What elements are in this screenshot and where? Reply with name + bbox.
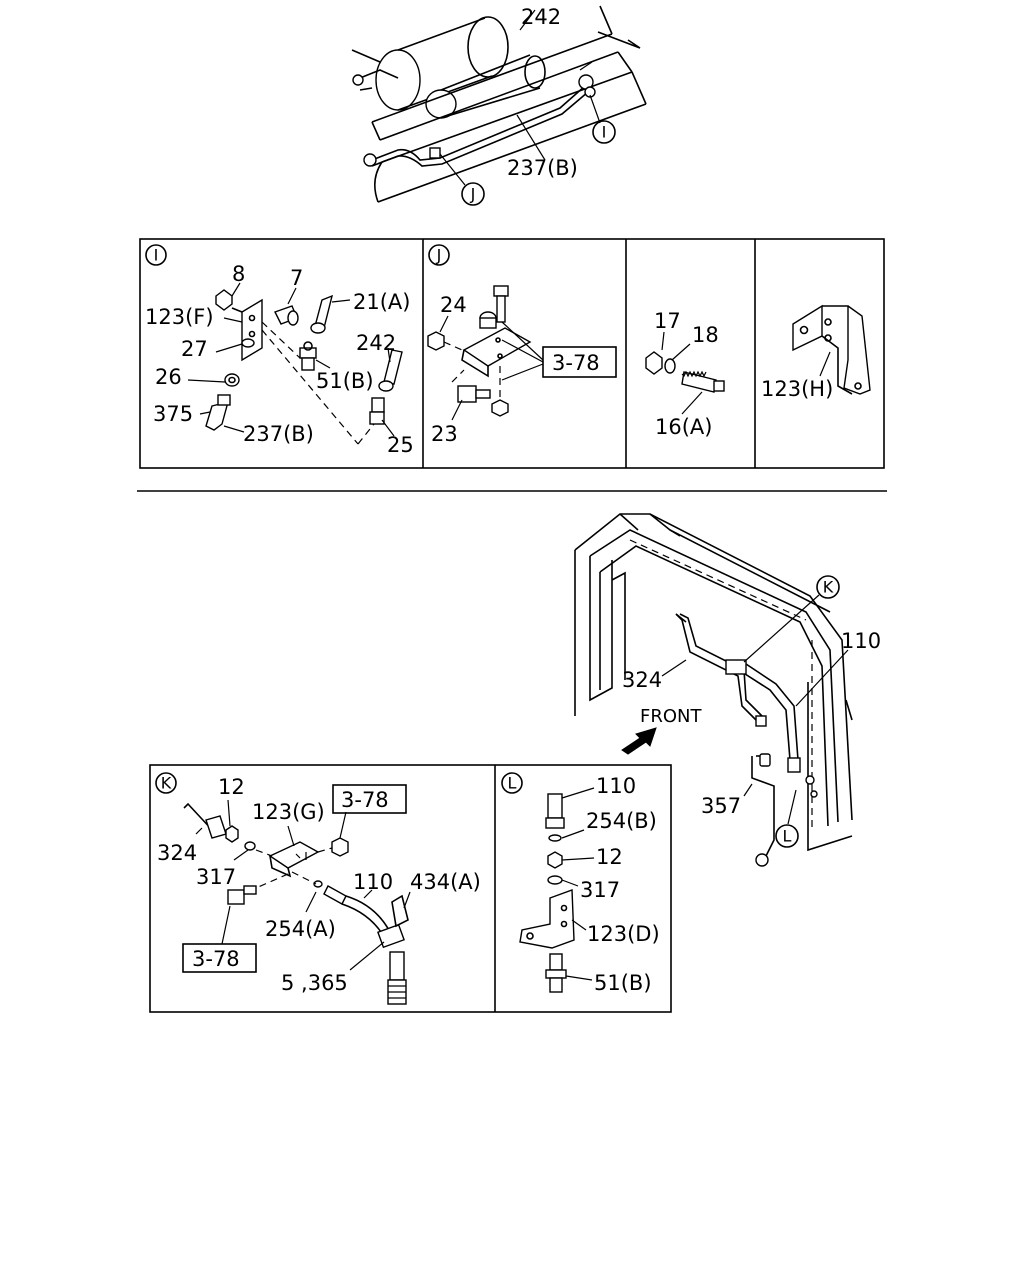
j-label-23: 23: [431, 422, 458, 446]
l-label-317: 317: [580, 878, 620, 902]
j-ref-box: [542, 346, 617, 378]
callout-j: J: [470, 185, 476, 204]
j-label-24: 24: [440, 293, 467, 317]
i-label-51b: 51(B): [316, 369, 374, 393]
j-label-3-78: 3-78: [552, 351, 600, 375]
detail-stud: 17 18 16(A): [645, 309, 725, 439]
k-ref-box-top: [332, 784, 407, 814]
detail-j: J 24 3-78 23: [427, 244, 617, 446]
m-label-front: FRONT: [640, 706, 702, 727]
h-label-123h: 123(H): [761, 377, 833, 401]
k-label-434a: 434(A): [410, 870, 481, 894]
main-frame-view: K 110 324 FRONT 357 L: [574, 513, 881, 867]
m-label-324: 324: [622, 668, 662, 692]
detail-panel-frame: [139, 238, 885, 469]
detail-l-head: L: [508, 774, 517, 793]
label-237b: 237(B): [507, 156, 578, 180]
k-label-5-365: 5 ,365: [281, 971, 348, 995]
i-label-26: 26: [155, 365, 182, 389]
i-label-7: 7: [290, 266, 303, 290]
l-label-254b: 254(B): [586, 809, 657, 833]
i-label-25: 25: [387, 433, 414, 457]
callout-i: I: [602, 123, 607, 142]
l-label-51b: 51(B): [594, 971, 652, 995]
l-label-12: 12: [596, 845, 623, 869]
detail-l: L 110 254(B) 12 317 123(D) 51(B): [501, 772, 660, 995]
i-label-375: 375: [153, 402, 193, 426]
k-label-123g: 123(G): [252, 800, 325, 824]
detail-i-head: I: [154, 246, 159, 265]
detail-k: K: [155, 772, 481, 1005]
k-label-324: 324: [157, 841, 197, 865]
l-label-123d: 123(D): [587, 922, 660, 946]
n-label-17: 17: [654, 309, 681, 333]
front-arrow-icon: [621, 727, 657, 755]
k-label-254a: 254(A): [265, 917, 336, 941]
i-label-242: 242: [356, 331, 396, 355]
k-label-317: 317: [196, 865, 236, 889]
k-label-110: 110: [353, 870, 393, 894]
i-label-8: 8: [232, 262, 245, 286]
n-label-16a: 16(A): [655, 415, 712, 439]
m-label-357: 357: [701, 794, 741, 818]
k-ref-box-bottom: [182, 943, 257, 973]
n-label-18: 18: [692, 323, 719, 347]
m-label-110: 110: [841, 629, 881, 653]
l-label-110: 110: [596, 774, 636, 798]
k-label-12: 12: [218, 775, 245, 799]
i-label-237b: 237(B): [243, 422, 314, 446]
callout-k: K: [823, 578, 834, 597]
label-242: 242: [521, 5, 561, 29]
i-label-123f: 123(F): [145, 305, 214, 329]
i-label-27: 27: [181, 337, 208, 361]
detail-h: 123(H): [761, 304, 871, 401]
callout-l: L: [783, 827, 792, 846]
detail-j-head: J: [436, 246, 442, 265]
detail-i: I: [145, 244, 414, 457]
detail-k-head: K: [161, 774, 172, 793]
top-assembly: 242 237(B) I J: [351, 5, 647, 206]
k-label-3-78-bottom: 3-78: [192, 947, 240, 971]
i-label-21a: 21(A): [353, 290, 410, 314]
lower-panel-frame: [149, 764, 672, 1013]
k-label-3-78-top: 3-78: [341, 788, 389, 812]
